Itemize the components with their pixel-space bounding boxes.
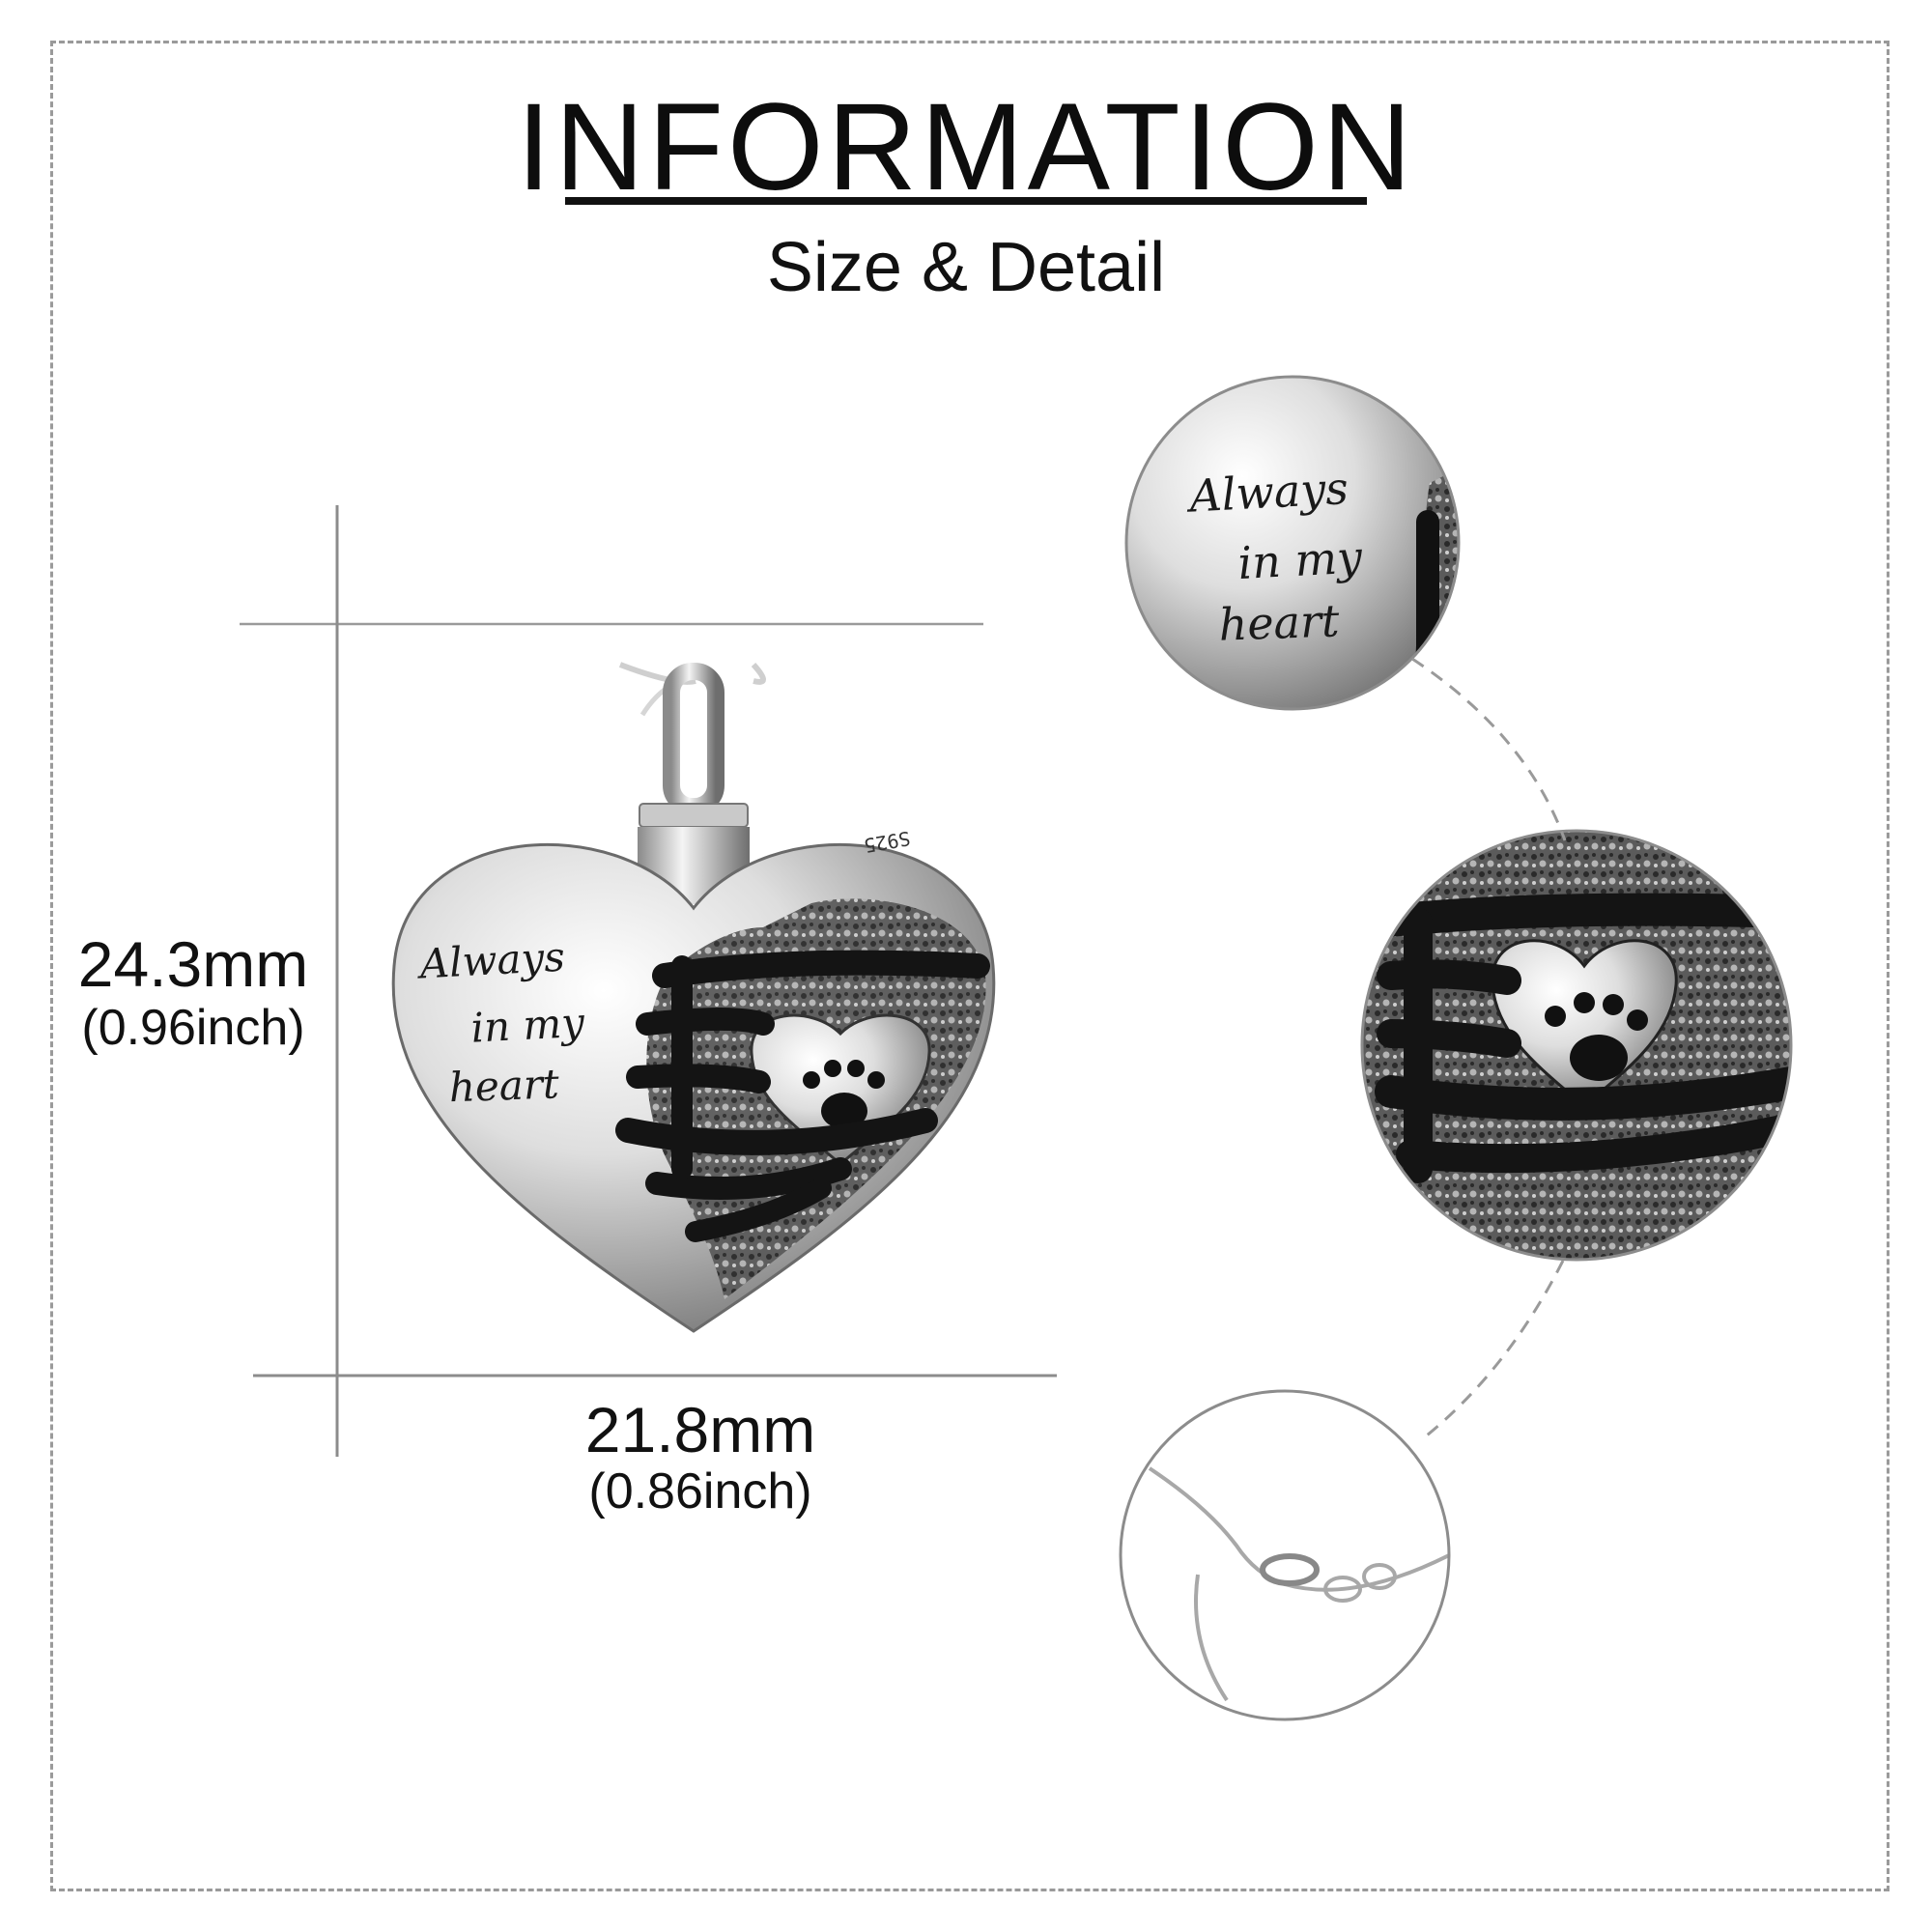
heart-pendant: Always in my heart S925 <box>391 827 996 1333</box>
page-title: INFORMATION <box>516 78 1416 216</box>
detail-circle-paw <box>1360 829 1793 1262</box>
width-inch-label: (0.86inch) <box>588 1463 812 1520</box>
engraving-line-2: in my <box>469 999 586 1052</box>
stamp-mark: S925 <box>863 827 913 858</box>
width-mm-label: 21.8mm <box>584 1394 816 1465</box>
detail-engraving-line-3: heart <box>1218 594 1341 650</box>
detail-engraving-line-1: Always <box>1184 462 1350 523</box>
engraving-line-3: heart <box>448 1060 560 1111</box>
detail-engraving-line-2: in my <box>1236 530 1364 589</box>
detail-circle-engraving: Always in my heart <box>1124 375 1461 711</box>
connector-mid-bot <box>1421 1260 1565 1441</box>
black-straps <box>615 950 990 1242</box>
paw-print-icon <box>803 1060 885 1129</box>
detail-circle-chain <box>1119 1389 1451 1721</box>
detail-paw-print-icon <box>1545 992 1648 1081</box>
height-inch-label: (0.96inch) <box>81 1000 305 1056</box>
page-subtitle: Size & Detail <box>766 229 1166 306</box>
title-underline <box>565 197 1367 205</box>
pendant-bail <box>638 663 750 904</box>
connector-top-mid <box>1411 657 1567 841</box>
dashed-frame <box>50 41 1889 1891</box>
engraving-line-1: Always <box>414 933 565 988</box>
height-mm-label: 24.3mm <box>77 928 309 1000</box>
